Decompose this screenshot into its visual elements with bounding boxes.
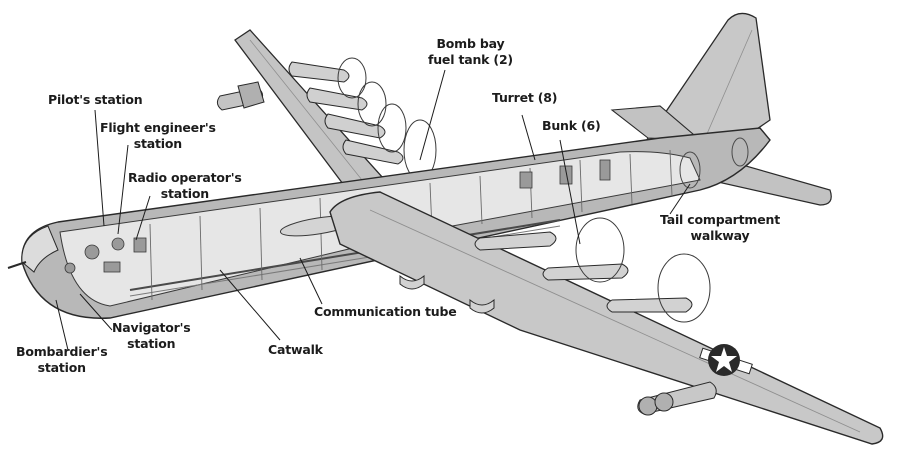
leader-lines	[55, 69, 691, 351]
star-insignia	[699, 344, 753, 376]
label-radio-operators-station: Radio operator's station	[128, 170, 242, 201]
right-wing-propeller-arcs	[575, 217, 711, 323]
label-navigators-station: Navigator's station	[112, 320, 191, 351]
right-wing-engines	[399, 231, 693, 314]
label-turret: Turret (8)	[492, 90, 558, 105]
label-pilots-station: Pilot's station	[48, 92, 143, 107]
label-tail-compartment-walkway: Tail compartment walkway	[660, 212, 780, 243]
label-bomb-bay-fuel-tank: Bomb bay fuel tank (2)	[428, 36, 513, 67]
right-wing	[329, 191, 884, 445]
label-bombardiers-station: Bombardier's station	[16, 344, 108, 375]
left-engine-pod	[216, 81, 265, 111]
left-wing	[234, 29, 437, 201]
label-flight-engineers-station: Flight engineer's station	[100, 120, 216, 151]
left-wing-engines	[288, 61, 404, 165]
label-catwalk: Catwalk	[268, 342, 323, 357]
label-communication-tube: Communication tube	[314, 304, 457, 319]
label-bunk: Bunk (6)	[542, 118, 601, 133]
